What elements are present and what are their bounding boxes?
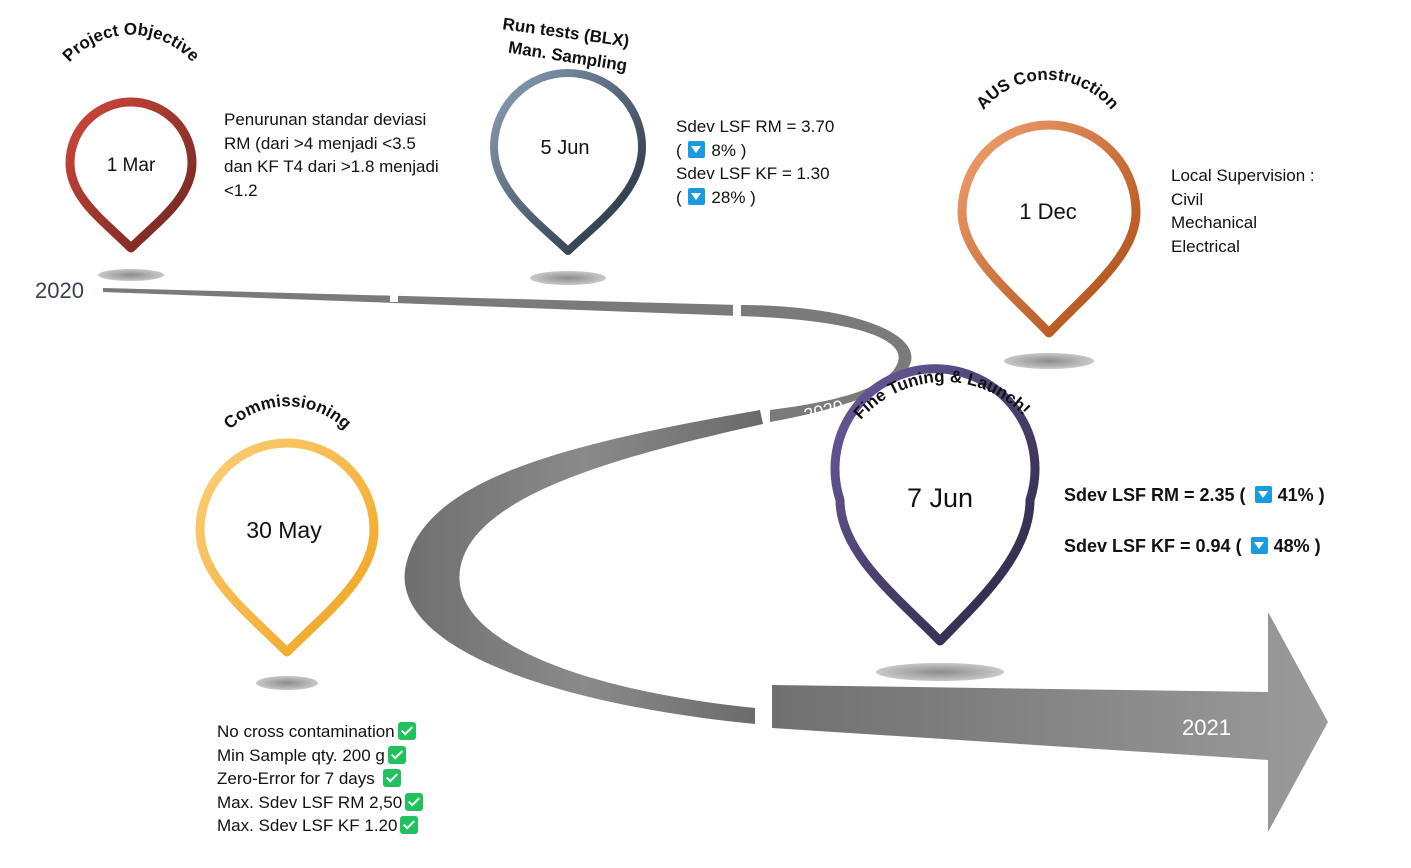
check-icon [397, 722, 416, 740]
milestone-date: 7 Jun [907, 483, 973, 513]
stat-label: Sdev LSF KF = 0.94 ( [1064, 536, 1242, 556]
milestone-commissioning: 30 May Commissioning [195, 391, 379, 657]
milestone-aus-construction: 1 Dec AUS Construction [957, 65, 1141, 338]
pin-shadow [98, 269, 164, 281]
description-line: Mechanical [1171, 213, 1257, 232]
down-arrow-icon [688, 187, 706, 205]
criteria-item: Max. Sdev LSF RM 2,50 [217, 791, 424, 815]
location-pin-icon [65, 97, 197, 253]
description-line: Penurunan standar deviasi [224, 110, 427, 129]
check-icon [382, 769, 401, 787]
percent-change: 48% [1273, 536, 1310, 556]
milestone-title: Project Objective [59, 20, 204, 66]
milestone-date: 1 Mar [107, 155, 156, 176]
criteria-item: Min Sample qty. 200 g [217, 744, 423, 768]
location-pin-icon [195, 438, 379, 657]
description-line: Local Supervision : [1171, 166, 1315, 185]
down-arrow-icon [1250, 537, 1268, 554]
pin-shadow [256, 676, 318, 690]
percent-change: 28% [711, 187, 746, 207]
down-arrow-icon [1254, 486, 1272, 503]
check-icon [387, 745, 406, 764]
description-line: RM (dari >4 menjadi <3.5 [224, 133, 416, 153]
location-pin-icon [490, 69, 646, 255]
run-tests-stats: Sdev LSF RM = 3.70 ( 8% ) Sdev LSF KF = … [676, 115, 834, 209]
location-pin-icon [830, 364, 1040, 646]
road-segment-bottom [772, 612, 1328, 832]
road-segment-top [103, 288, 912, 422]
pin-shadow [876, 663, 1004, 681]
criteria-item: Zero-Error for 7 days [217, 767, 423, 791]
year-label-start: 2020 [35, 278, 84, 303]
percent-change: 8% [711, 140, 736, 160]
criteria-item: Max. Sdev LSF KF 1.20 [217, 814, 423, 838]
year-label-end: 2021 [1182, 715, 1231, 740]
launch-stat-rm: Sdev LSF RM = 2.35 ( 41% ) [1064, 485, 1325, 505]
svg-text:AUS Construction: AUS Construction [972, 65, 1122, 113]
road-gap [390, 286, 398, 302]
stat-change: ( 8% ) [676, 140, 747, 160]
launch-stat-kf: Sdev LSF KF = 0.94 ( 48% ) [1064, 536, 1321, 556]
svg-text:Project Objective: Project Objective [59, 20, 204, 66]
stat-line: Sdev LSF RM = 3.70 [676, 117, 835, 136]
milestone-date: 5 Jun [541, 137, 590, 159]
milestone-date: 30 May [246, 517, 322, 543]
description-line: Civil [1171, 189, 1204, 209]
timeline-road [103, 286, 1328, 832]
percent-change: 41% [1277, 485, 1314, 505]
check-icon [405, 792, 424, 811]
description-line: Electrical [1171, 236, 1240, 256]
year-label-mid: 2020 [802, 396, 846, 425]
milestone-project-objective: 1 Mar Project Objective [59, 20, 204, 253]
location-pin-icon [957, 120, 1141, 338]
milestone-run-tests: 5 Jun Run tests (BLX) Man. Sampling [490, 14, 646, 255]
down-arrow-icon [688, 140, 706, 158]
pin-shadow [530, 271, 606, 285]
pin-shadow [1004, 353, 1094, 369]
milestone-title: Commissioning [220, 391, 355, 433]
description-line: dan KF T4 dari >1.8 menjadi [224, 157, 439, 176]
milestone-title: AUS Construction [972, 65, 1122, 113]
commissioning-criteria: No cross contamination Min Sample qty. 2… [217, 720, 424, 838]
check-icon [400, 816, 419, 834]
milestone-fine-tuning-launch: 7 Jun Fine Tuning & Launch! [830, 364, 1040, 646]
aus-construction-description: Local Supervision : Civil Mechanical Ele… [1171, 164, 1315, 258]
description-line: <1.2 [224, 180, 258, 200]
criteria-item: No cross contamination [217, 720, 423, 744]
project-objective-description: Penurunan standar deviasi RM (dari >4 me… [224, 108, 439, 202]
road-segment-curve [404, 410, 763, 724]
road-gap [733, 300, 741, 320]
stat-change: ( 28% ) [676, 187, 756, 207]
milestone-date: 1 Dec [1019, 199, 1076, 224]
stat-line: Sdev LSF KF = 1.30 [676, 164, 830, 183]
stat-label: Sdev LSF RM = 2.35 ( [1064, 485, 1246, 505]
svg-text:Commissioning: Commissioning [220, 391, 355, 433]
